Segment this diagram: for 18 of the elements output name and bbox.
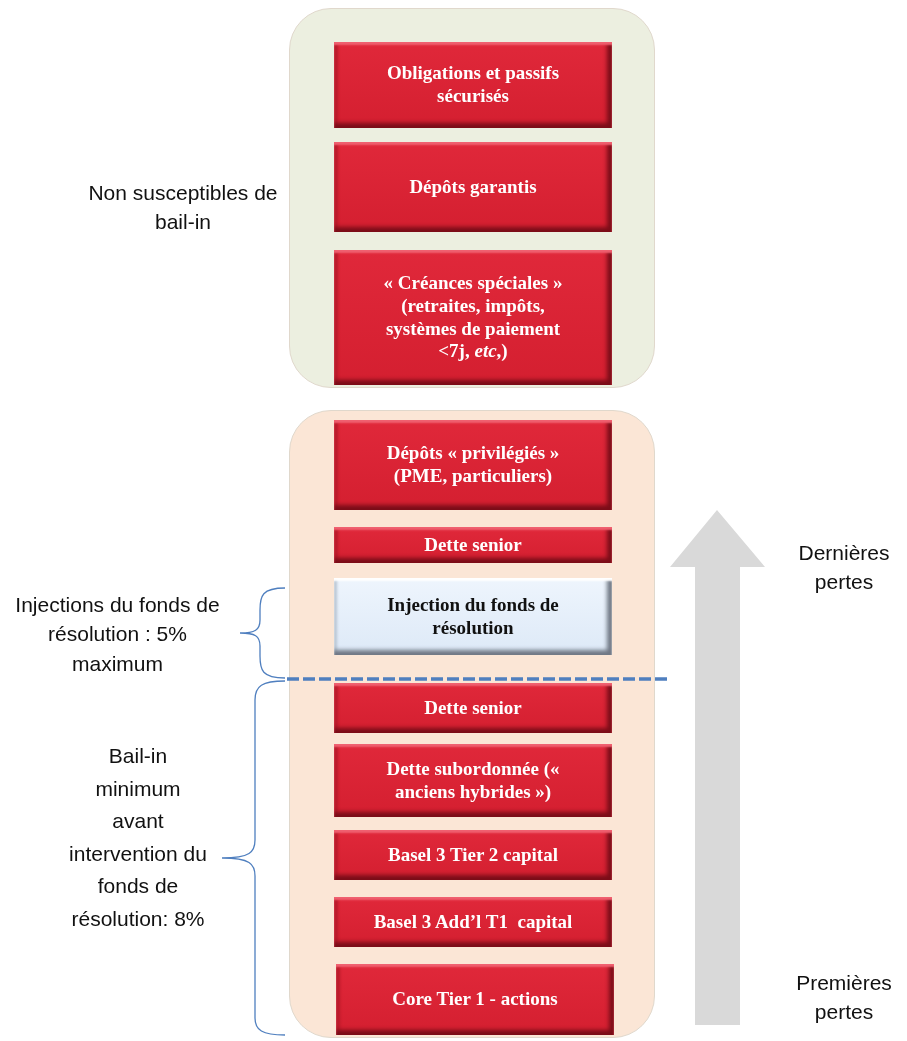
annotation-text: Bail-in minimum avant intervention du fonds de résolution: 8% — [68, 743, 208, 932]
liability-block: Dette senior — [334, 527, 612, 563]
liability-block: Dépôts garantis — [334, 142, 612, 232]
annotation-text: Premières pertes — [795, 970, 893, 1026]
liability-block: Dette subordonnée (« anciens hybrides ») — [334, 744, 612, 817]
category-panel — [289, 410, 655, 1038]
liability-block: Core Tier 1 - actions — [336, 964, 614, 1035]
liability-block: Obligations et passifs sécurisés — [334, 42, 612, 128]
annotation-text: Injections du fonds de résolution : 5% maximum — [14, 592, 221, 677]
liability-block: Dépôts « privilégiés » (PME, particuliers) — [334, 420, 612, 510]
liability-block: Basel 3 Tier 2 capital — [334, 830, 612, 880]
annotation-text: Non susceptibles de bail-in — [88, 180, 278, 236]
category-panel — [289, 8, 655, 388]
liability-block: « Créances spéciales » (retraites, impôts, systèmes de paiement <7j, etc,) — [334, 250, 612, 385]
liability-block: Dette senior — [334, 683, 612, 733]
annotation-text: Dernières pertes — [797, 540, 891, 596]
liability-block: Basel 3 Add’l T1 capital — [334, 897, 612, 947]
fund-injection-block: Injection du fonds de résolution — [334, 578, 612, 655]
